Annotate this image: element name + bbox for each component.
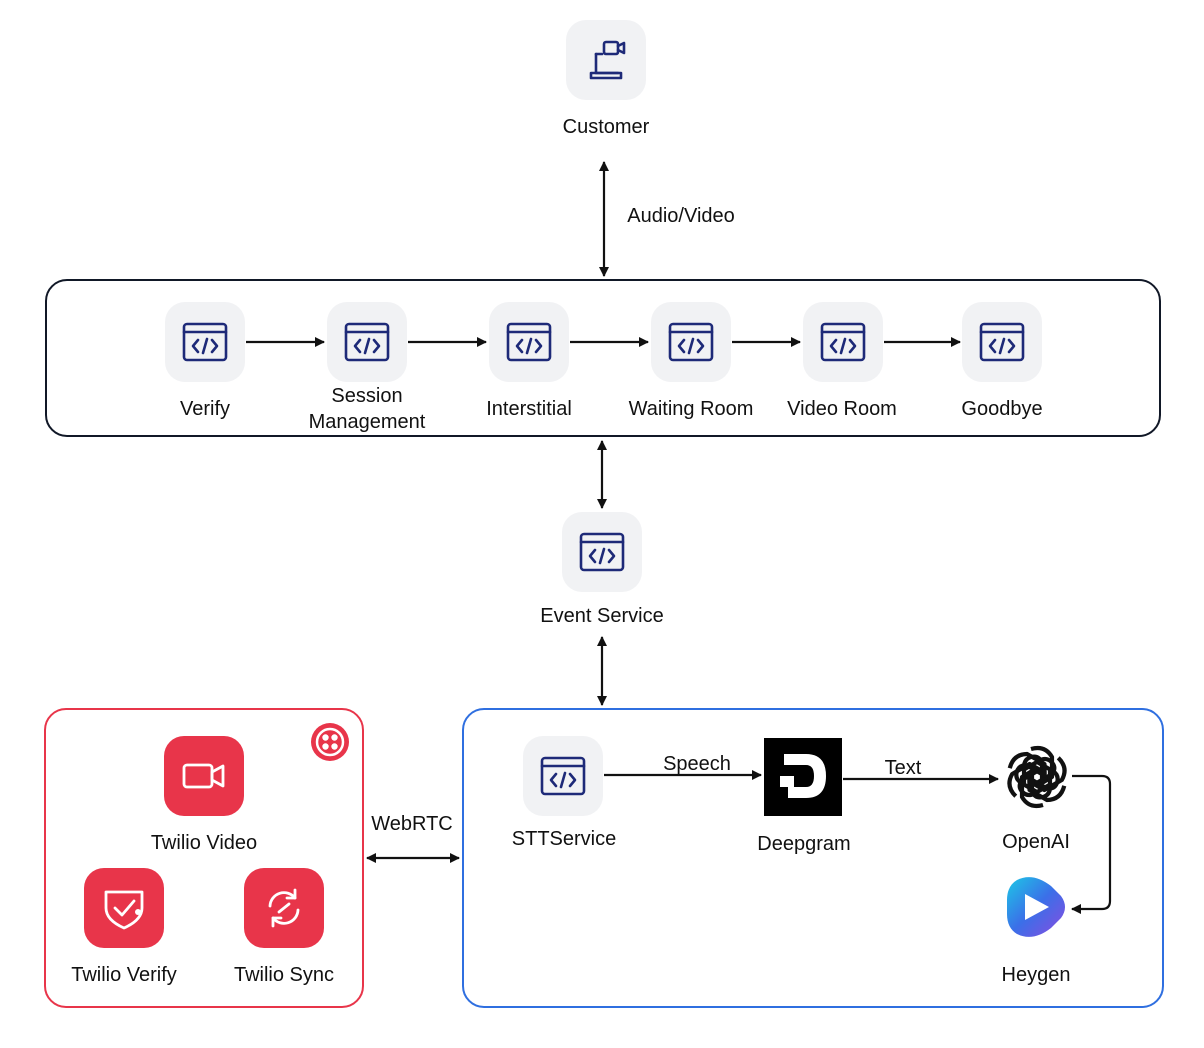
arrow-openai-heygen (1071, 774, 1112, 914)
customer-node[interactable] (566, 20, 646, 100)
session-management-label-line2: Management (308, 411, 426, 433)
code-window-icon (579, 532, 625, 572)
laptop-video-icon (589, 40, 626, 80)
video-room-label: Video Room (787, 398, 897, 420)
code-window-icon (540, 756, 586, 796)
code-window-icon (344, 322, 390, 362)
frontend-flow-panel (45, 279, 1161, 437)
interstitial-node[interactable] (489, 302, 569, 382)
waiting-room-label: Waiting Room (628, 398, 754, 420)
sync-icon (268, 888, 300, 928)
heygen-label: Heygen (1001, 964, 1071, 986)
openai-label: OpenAI (1002, 831, 1070, 853)
session-management-node[interactable] (327, 302, 407, 382)
speech-label: Speech (663, 753, 731, 775)
shield-check-icon (104, 890, 144, 930)
audio-video-label: Audio/Video (627, 205, 735, 227)
code-window-icon (979, 322, 1025, 362)
code-window-icon (668, 322, 714, 362)
code-window-icon (506, 322, 552, 362)
twilio-sync-label: Twilio Sync (233, 964, 335, 986)
stt-service-node[interactable] (523, 736, 603, 816)
event-service-label: Event Service (540, 605, 664, 627)
heygen-logo-icon[interactable] (1003, 874, 1069, 940)
verify-node[interactable] (165, 302, 245, 382)
twilio-sync-node[interactable] (244, 868, 324, 948)
ai-pipeline-panel (462, 708, 1164, 1008)
deepgram-node[interactable] (764, 738, 842, 816)
openai-logo-icon[interactable] (1000, 740, 1074, 814)
waiting-room-node[interactable] (651, 302, 731, 382)
twilio-panel (44, 708, 364, 1008)
event-service-node[interactable] (562, 512, 642, 592)
code-window-icon (182, 322, 228, 362)
video-room-node[interactable] (803, 302, 883, 382)
deepgram-logo-icon (780, 754, 826, 798)
verify-label: Verify (179, 398, 231, 420)
customer-label: Customer (562, 116, 650, 138)
stt-service-label: STTService (511, 828, 617, 850)
interstitial-label: Interstitial (486, 398, 572, 420)
webrtc-label: WebRTC (371, 813, 453, 835)
deepgram-label: Deepgram (757, 833, 851, 855)
video-camera-icon (182, 763, 225, 789)
twilio-logo-icon (311, 723, 349, 761)
text-label: Text (884, 757, 922, 779)
goodbye-node[interactable] (962, 302, 1042, 382)
goodbye-label: Goodbye (961, 398, 1043, 420)
twilio-video-node[interactable] (164, 736, 244, 816)
twilio-verify-label: Twilio Verify (71, 964, 177, 986)
session-management-label-line1: Session (331, 385, 403, 407)
twilio-video-label: Twilio Video (150, 832, 258, 854)
twilio-verify-node[interactable] (84, 868, 164, 948)
code-window-icon (820, 322, 866, 362)
